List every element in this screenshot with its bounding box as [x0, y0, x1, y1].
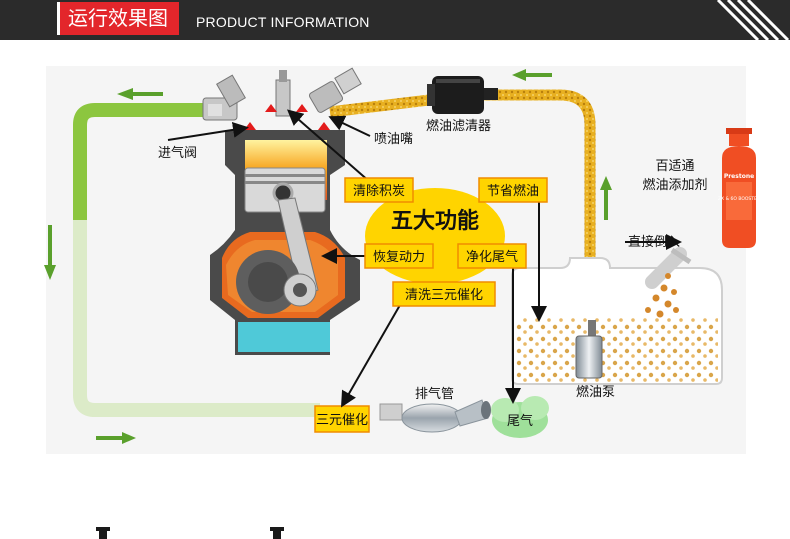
header-bar: 运行效果图 PRODUCT INFORMATION [0, 0, 790, 40]
fuel-tank [511, 247, 723, 385]
label-catalyst: 三元催化 [316, 413, 368, 428]
label-fuel-pump: 燃油泵 [576, 384, 615, 400]
flow-arrow-down [44, 265, 56, 280]
function-arrows [167, 109, 682, 408]
header-title: 运行效果图 [57, 2, 179, 35]
fuel-flow-arrow-left [512, 69, 526, 81]
catalyst-box [314, 405, 370, 433]
label-fuel-filter: 燃油滤清器 [426, 118, 491, 134]
flow-arrow-right [122, 432, 136, 444]
tail-gas-cloud [491, 396, 549, 438]
fuel-line [329, 89, 596, 330]
label-additive-line1: 百适通 [655, 159, 694, 174]
function-clean-catalyst: 清洗三元催化 [392, 281, 496, 307]
function-clean-exhaust: 净化尾气 [457, 243, 527, 269]
exhaust-pipe [379, 399, 491, 433]
svg-text:清洗三元催化: 清洗三元催化 [405, 288, 483, 303]
svg-text:节省燃油: 节省燃油 [487, 183, 539, 199]
label-exhaust-pipe: 排气管 [415, 386, 454, 402]
center-title: 五大功能 [391, 208, 479, 234]
injector-assembly [265, 67, 362, 130]
fuel-filter [427, 76, 498, 114]
function-restore-power: 恢复动力 [364, 243, 434, 269]
label-pour-in: 直接倒入 [628, 234, 680, 250]
additive-bottle: Prestone ZX & 6O BOOSTER [718, 128, 760, 248]
pouring-drops [645, 273, 679, 318]
label-injector: 喷油嘴 [374, 132, 413, 147]
engine-cylinder [210, 130, 360, 355]
label-additive-line2: 燃油添加剂 [642, 177, 707, 193]
cropped-bottom-marks [96, 527, 284, 539]
svg-text:清除积炭: 清除积炭 [353, 184, 405, 199]
svg-text:恢复动力: 恢复动力 [373, 250, 425, 265]
green-flow-pipe-upper [73, 103, 205, 220]
label-intake-valve: 进气阀 [158, 145, 197, 161]
fuel-flow-arrow-up [600, 176, 612, 190]
flow-arrow-left [117, 88, 133, 100]
label-tail-gas: 尾气 [507, 413, 533, 429]
function-save-fuel: 节省燃油 [478, 177, 548, 203]
function-clear-carbon: 清除积炭 [344, 177, 414, 203]
bottle-brand: Prestone [724, 173, 754, 180]
bottle-text: ZX & 6O BOOSTER [718, 196, 760, 202]
header-subtitle: PRODUCT INFORMATION [196, 14, 370, 30]
svg-text:净化尾气: 净化尾气 [466, 249, 518, 265]
intake-valve-assembly [202, 74, 256, 130]
header-stripes-decoration [716, 0, 790, 40]
